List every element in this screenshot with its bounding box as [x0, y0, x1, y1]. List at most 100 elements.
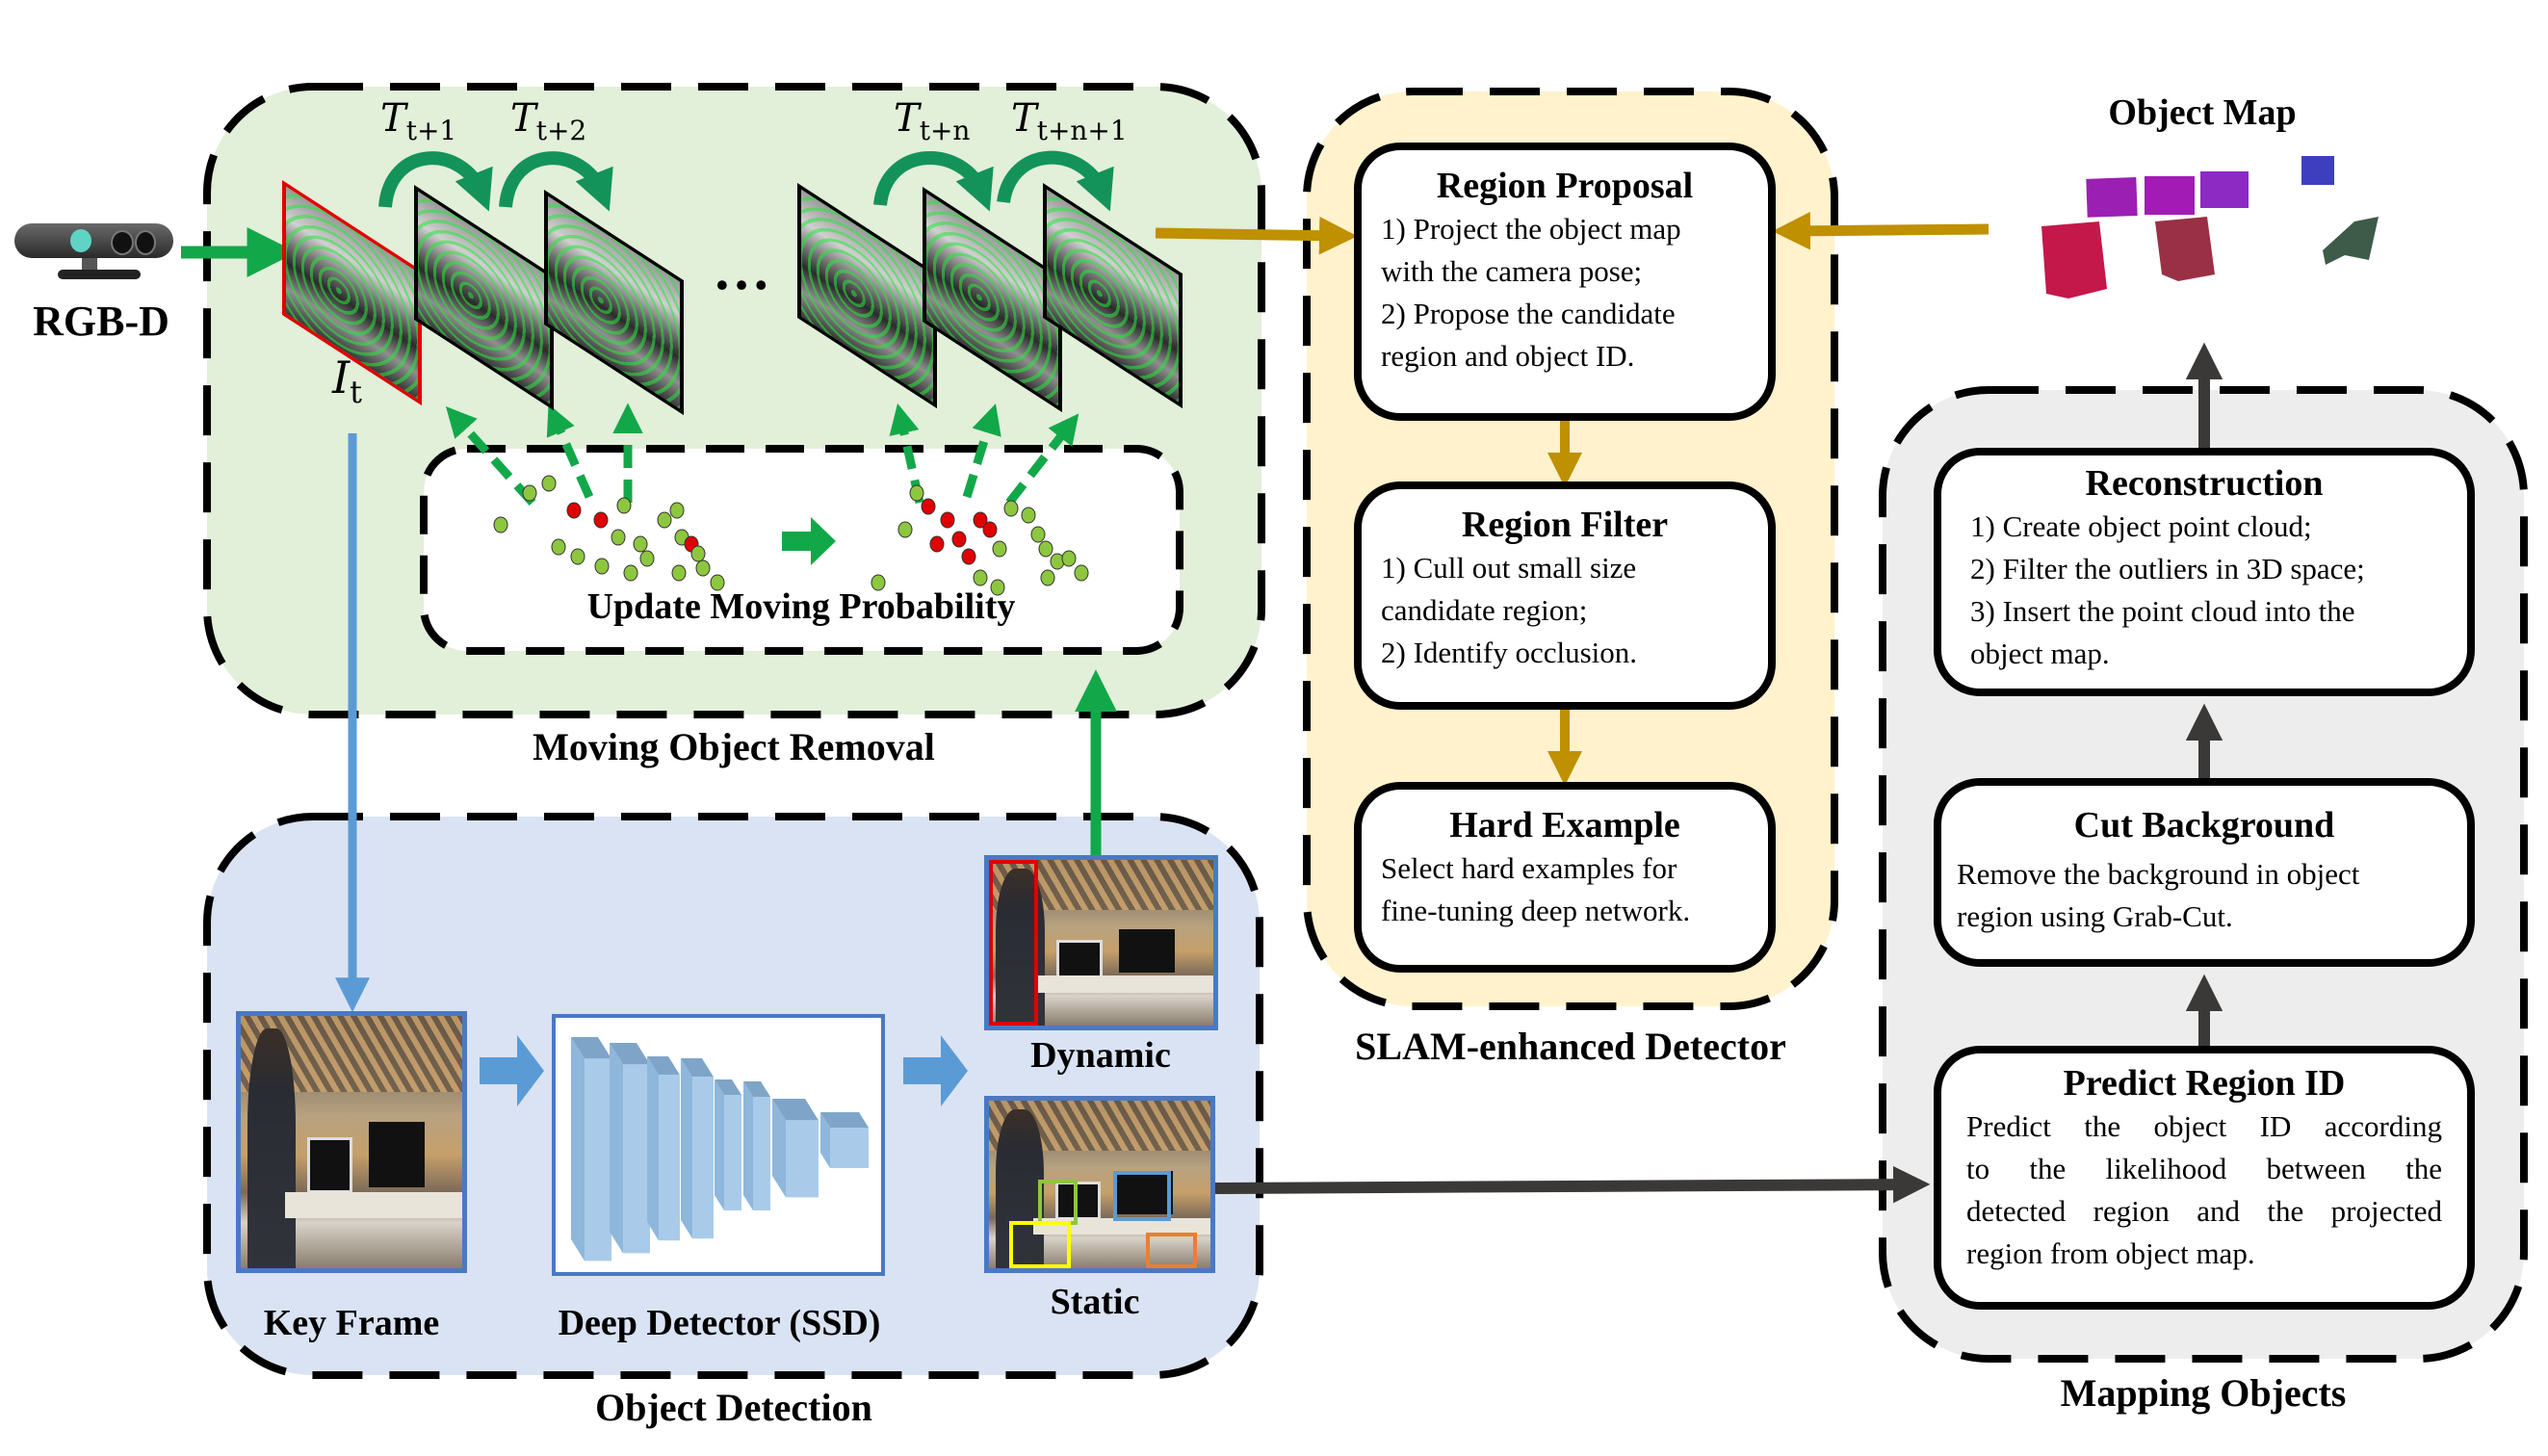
- cnn-layer: [585, 1058, 611, 1261]
- cnn-layer-side: [681, 1058, 692, 1239]
- ellipsis: …: [713, 238, 770, 301]
- text-line: 2) Filter the outliers in 3D space;: [1970, 552, 2365, 585]
- hard-example-text: Select hard examples for fine-tuning dee…: [1362, 847, 1768, 932]
- cnn-layer: [724, 1095, 741, 1210]
- cnn-layer-top: [743, 1081, 770, 1097]
- static-point: [690, 545, 706, 562]
- static-point: [973, 569, 988, 586]
- text-line: detected region and the projected: [1966, 1194, 2442, 1228]
- cnn-layer: [692, 1077, 714, 1239]
- static-point: [570, 548, 585, 565]
- transform-symbol: T: [1011, 96, 1037, 141]
- moving-point: [973, 511, 988, 529]
- cnn-layers-icon: [571, 1037, 869, 1261]
- hard-example-title: Hard Example: [1449, 805, 1680, 845]
- text-line: Remove the background in object: [1957, 857, 2360, 891]
- static-to-predict-arrow: [1214, 1165, 1931, 1204]
- cnn-layer-top: [715, 1079, 741, 1095]
- transform-subscript: t+2: [535, 115, 587, 146]
- probability-feedback-arrow: [445, 405, 536, 507]
- map-object-purple-1: [2086, 177, 2138, 218]
- text-line: with the camera pose;: [1381, 254, 1643, 288]
- cnn-layer: [623, 1064, 650, 1254]
- cut-background-title: Cut Background: [2073, 805, 2335, 845]
- cnn-layer: [659, 1075, 680, 1241]
- transform-symbol: T: [510, 96, 536, 141]
- static-point: [669, 502, 685, 519]
- text-line: to the likelihood between the: [1966, 1152, 2442, 1185]
- map-object-green: [2323, 217, 2379, 265]
- static-point: [1021, 507, 1036, 524]
- text-line: 2) Propose the candidate: [1381, 297, 1676, 330]
- static-point: [1038, 540, 1053, 558]
- frame-symbol: I: [332, 351, 351, 403]
- hard-example-box: Hard Example Select hard examples for fi…: [1354, 782, 1776, 973]
- text-line: Predict the object ID according: [1966, 1109, 2442, 1143]
- static-point: [871, 574, 886, 591]
- deep-detector-box: [552, 1014, 885, 1276]
- text-line: region using Grab-Cut.: [1957, 899, 2233, 933]
- cnn-layer: [830, 1128, 869, 1168]
- key-frame-image: [236, 1011, 467, 1273]
- probability-feedback-arrow: [962, 403, 1001, 499]
- static-point: [1061, 550, 1077, 567]
- moving-point: [921, 498, 936, 515]
- static-point: [611, 529, 626, 546]
- frames-to-region-proposal-arrow: [1155, 216, 1358, 255]
- transform-arrow-1: [378, 151, 493, 212]
- cnn-layer-top: [647, 1056, 680, 1076]
- cnn-layer-side: [610, 1043, 623, 1254]
- dynamic-bbox-person: [989, 860, 1039, 1026]
- feature-points-after: [871, 484, 1089, 596]
- key-frame-label: Key Frame: [263, 1303, 440, 1343]
- static-point: [594, 558, 610, 575]
- moving-point: [940, 511, 955, 529]
- static-point: [633, 535, 648, 553]
- probability-feedback-arrow: [546, 403, 594, 499]
- cnn-layer-top: [681, 1058, 714, 1078]
- transform-label-1: Tt+1: [380, 96, 456, 146]
- frame-subscript: t: [350, 374, 363, 411]
- dynamic-label: Dynamic: [1030, 1035, 1171, 1076]
- region-proposal-text: 1) Project the object map with the camer…: [1362, 208, 1768, 377]
- transform-arrow-4: [997, 150, 1114, 212]
- static-label: Static: [1050, 1282, 1140, 1322]
- static-point: [897, 521, 913, 538]
- static-point: [671, 564, 687, 582]
- static-point: [623, 564, 638, 582]
- cnn-layer-side: [820, 1112, 830, 1168]
- cnn-layer-side: [772, 1099, 786, 1198]
- text-line: 2) Identify occlusion.: [1381, 636, 1638, 669]
- moving-point: [951, 531, 967, 548]
- moving-point: [593, 511, 609, 529]
- static-point: [1074, 564, 1089, 582]
- static-point: [992, 540, 1007, 558]
- region-proposal-title: Region Proposal: [1436, 166, 1694, 206]
- region-filter-box: Region Filter 1) Cull out small size can…: [1354, 481, 1776, 710]
- cnn-layer-top: [772, 1099, 819, 1121]
- object-detection-title: Object Detection: [595, 1386, 872, 1429]
- map-object-red-chair: [2041, 221, 2107, 299]
- transform-label-2: Tt+2: [510, 96, 586, 146]
- map-object-purple-3: [2200, 171, 2249, 208]
- text-line: Select hard examples for: [1381, 851, 1677, 885]
- transform-label-4: Tt+n+1: [1011, 96, 1128, 146]
- text-line: candidate region;: [1381, 593, 1588, 627]
- text-line: 3) Insert the point cloud into the: [1970, 594, 2355, 628]
- cut-background-text: Remove the background in object region u…: [1941, 853, 2467, 938]
- text-line: region and object ID.: [1381, 339, 1635, 373]
- static-point: [541, 475, 557, 492]
- static-point: [657, 511, 672, 529]
- static-point: [616, 497, 632, 514]
- static-point: [522, 484, 537, 502]
- dynamic-detection-image: [984, 855, 1218, 1030]
- static-bbox-monitor-large: [1112, 1171, 1171, 1222]
- text-line: 1) Project the object map: [1381, 212, 1681, 246]
- feature-points-before: [493, 475, 725, 591]
- sensor-label: RGB-D: [33, 298, 169, 345]
- text-line: 1) Cull out small size: [1381, 551, 1637, 585]
- update-probability-label: Update Moving Probability: [586, 586, 1016, 627]
- transform-symbol: T: [894, 96, 920, 141]
- cut-background-box: Cut Background Remove the background in …: [1934, 778, 2475, 967]
- static-point: [493, 516, 508, 533]
